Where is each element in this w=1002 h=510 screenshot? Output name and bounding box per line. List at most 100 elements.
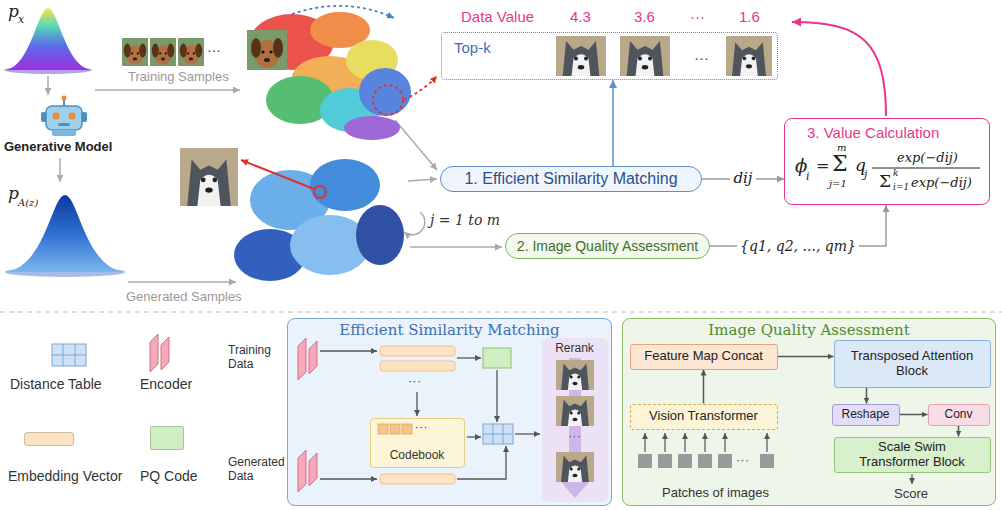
node-text: j=1 — [829, 179, 847, 189]
query-image — [241, 160, 314, 189]
node-label: Feature Map Concat — [644, 349, 763, 364]
embedding-vector — [380, 361, 455, 371]
value-calculation-box: 3. Value Calculationϕi=mΣj=1qjexp(−dij)Σ… — [784, 118, 990, 205]
node-text: i=1 — [893, 183, 909, 192]
separator — [0, 312, 1002, 313]
input-label: Training Data — [228, 344, 286, 372]
value-number: 3.6 — [634, 8, 655, 25]
query-image — [314, 186, 326, 198]
highlight-arrow — [404, 76, 437, 100]
node-text: k — [893, 169, 898, 178]
flow-line — [410, 246, 502, 248]
flow-line — [644, 433, 645, 452]
node-text: Σ — [879, 173, 891, 190]
flow-line — [320, 350, 377, 351]
node-label: Reshape — [841, 408, 889, 422]
panel: Image Quality AssessmentFeature Map Conc… — [622, 318, 996, 506]
robot-icon — [58, 123, 70, 126]
flow-line — [467, 436, 481, 437]
node-text: ··· — [542, 429, 608, 444]
node-label: 2. Image Quality Assessment — [517, 238, 698, 254]
process-pill: 1. Efficient Similarity Matching — [440, 166, 702, 192]
connector-arrow — [612, 80, 614, 166]
robot-icon — [53, 113, 60, 120]
highlight-arrow — [373, 85, 403, 115]
flow-line — [704, 433, 705, 452]
image-patch — [678, 454, 692, 468]
legend-label: Embedding Vector — [8, 468, 122, 484]
process-box: Feature Map Concat — [630, 344, 778, 370]
input-label: Patches of images — [662, 486, 769, 501]
flow-line — [766, 433, 767, 452]
generated-scatter — [310, 159, 380, 211]
math-symbol: p — [8, 184, 19, 204]
embedding-vector — [380, 474, 455, 484]
legend-icon — [52, 344, 86, 366]
node-label: Image Quality Assessment — [623, 322, 995, 339]
highlight-arrow — [292, 6, 394, 18]
sample-thumbnail — [247, 30, 287, 70]
flow-line — [724, 433, 725, 452]
process-box: Scale Swim Transformer Block — [834, 437, 991, 473]
ellipsis: ··· — [690, 8, 705, 25]
node-text: j — [864, 169, 867, 180]
flow-line — [408, 179, 437, 181]
query-image — [180, 148, 238, 206]
flow-line — [496, 370, 497, 422]
node-label: Rerank — [542, 342, 608, 356]
panel-fill — [542, 338, 608, 502]
topk-box: Top-k ··· — [441, 32, 778, 80]
node-text: ··· — [694, 49, 709, 66]
ellipsis: ··· — [408, 374, 421, 389]
rerank-thumbnail — [556, 356, 594, 394]
process-box: Conv — [928, 404, 990, 426]
flow-label: Training Samples — [128, 70, 229, 85]
topk-thumbnail — [556, 31, 772, 81]
flow-line — [395, 120, 437, 170]
sample-thumbnail — [177, 38, 205, 66]
flow-line — [515, 433, 540, 434]
rerank-thumbnail — [556, 392, 594, 430]
math-symbol: p — [8, 2, 19, 22]
codebook-entry — [402, 424, 412, 434]
node-text: m — [837, 143, 846, 153]
distance-table — [483, 424, 513, 444]
flow-line — [684, 433, 685, 452]
loop-label: j = 1 to m — [430, 212, 500, 228]
edge-label: {q1, q2, ..., qm} — [737, 238, 859, 254]
rerank-thumbnail — [556, 356, 594, 486]
node-label: 1. Efficient Similarity Matching — [464, 170, 677, 188]
topk-thumbnail — [726, 33, 772, 79]
embedding-vector — [380, 346, 455, 356]
flow-line — [664, 433, 665, 452]
query-image — [180, 148, 326, 206]
process-box: Reshape — [832, 404, 900, 426]
sample-thumbnail — [149, 38, 177, 66]
distance-table — [483, 424, 513, 444]
node-label: Scale Swim Transformer Block — [842, 440, 983, 470]
output-label: Score — [894, 487, 928, 502]
codebook-entry — [390, 424, 400, 434]
flow-line — [128, 281, 236, 283]
node-label: Top-k — [454, 39, 491, 56]
density-surface — [4, 8, 125, 277]
image-patch — [638, 454, 652, 468]
node-text: ϕ — [795, 157, 807, 175]
sample-thumbnail — [247, 30, 287, 70]
node-text: exp(−dij) — [911, 176, 972, 189]
process-pill: 2. Image Quality Assessment — [505, 233, 710, 259]
image-patch — [760, 454, 774, 468]
density-surface — [5, 195, 125, 272]
robot-icon — [62, 96, 67, 101]
legend-icon — [52, 334, 169, 372]
flow-line — [95, 89, 240, 91]
flow-line — [47, 76, 49, 95]
flow-label: Generated Samples — [126, 290, 242, 305]
panel-fill — [370, 418, 465, 468]
codebook-box: ···Codebook — [370, 418, 465, 468]
panel-fill — [622, 318, 996, 506]
encoder-symbol — [298, 338, 317, 492]
node-text: i — [806, 171, 810, 182]
legend-label: Encoder — [140, 376, 192, 392]
legend-label: Distance Table — [10, 376, 102, 392]
